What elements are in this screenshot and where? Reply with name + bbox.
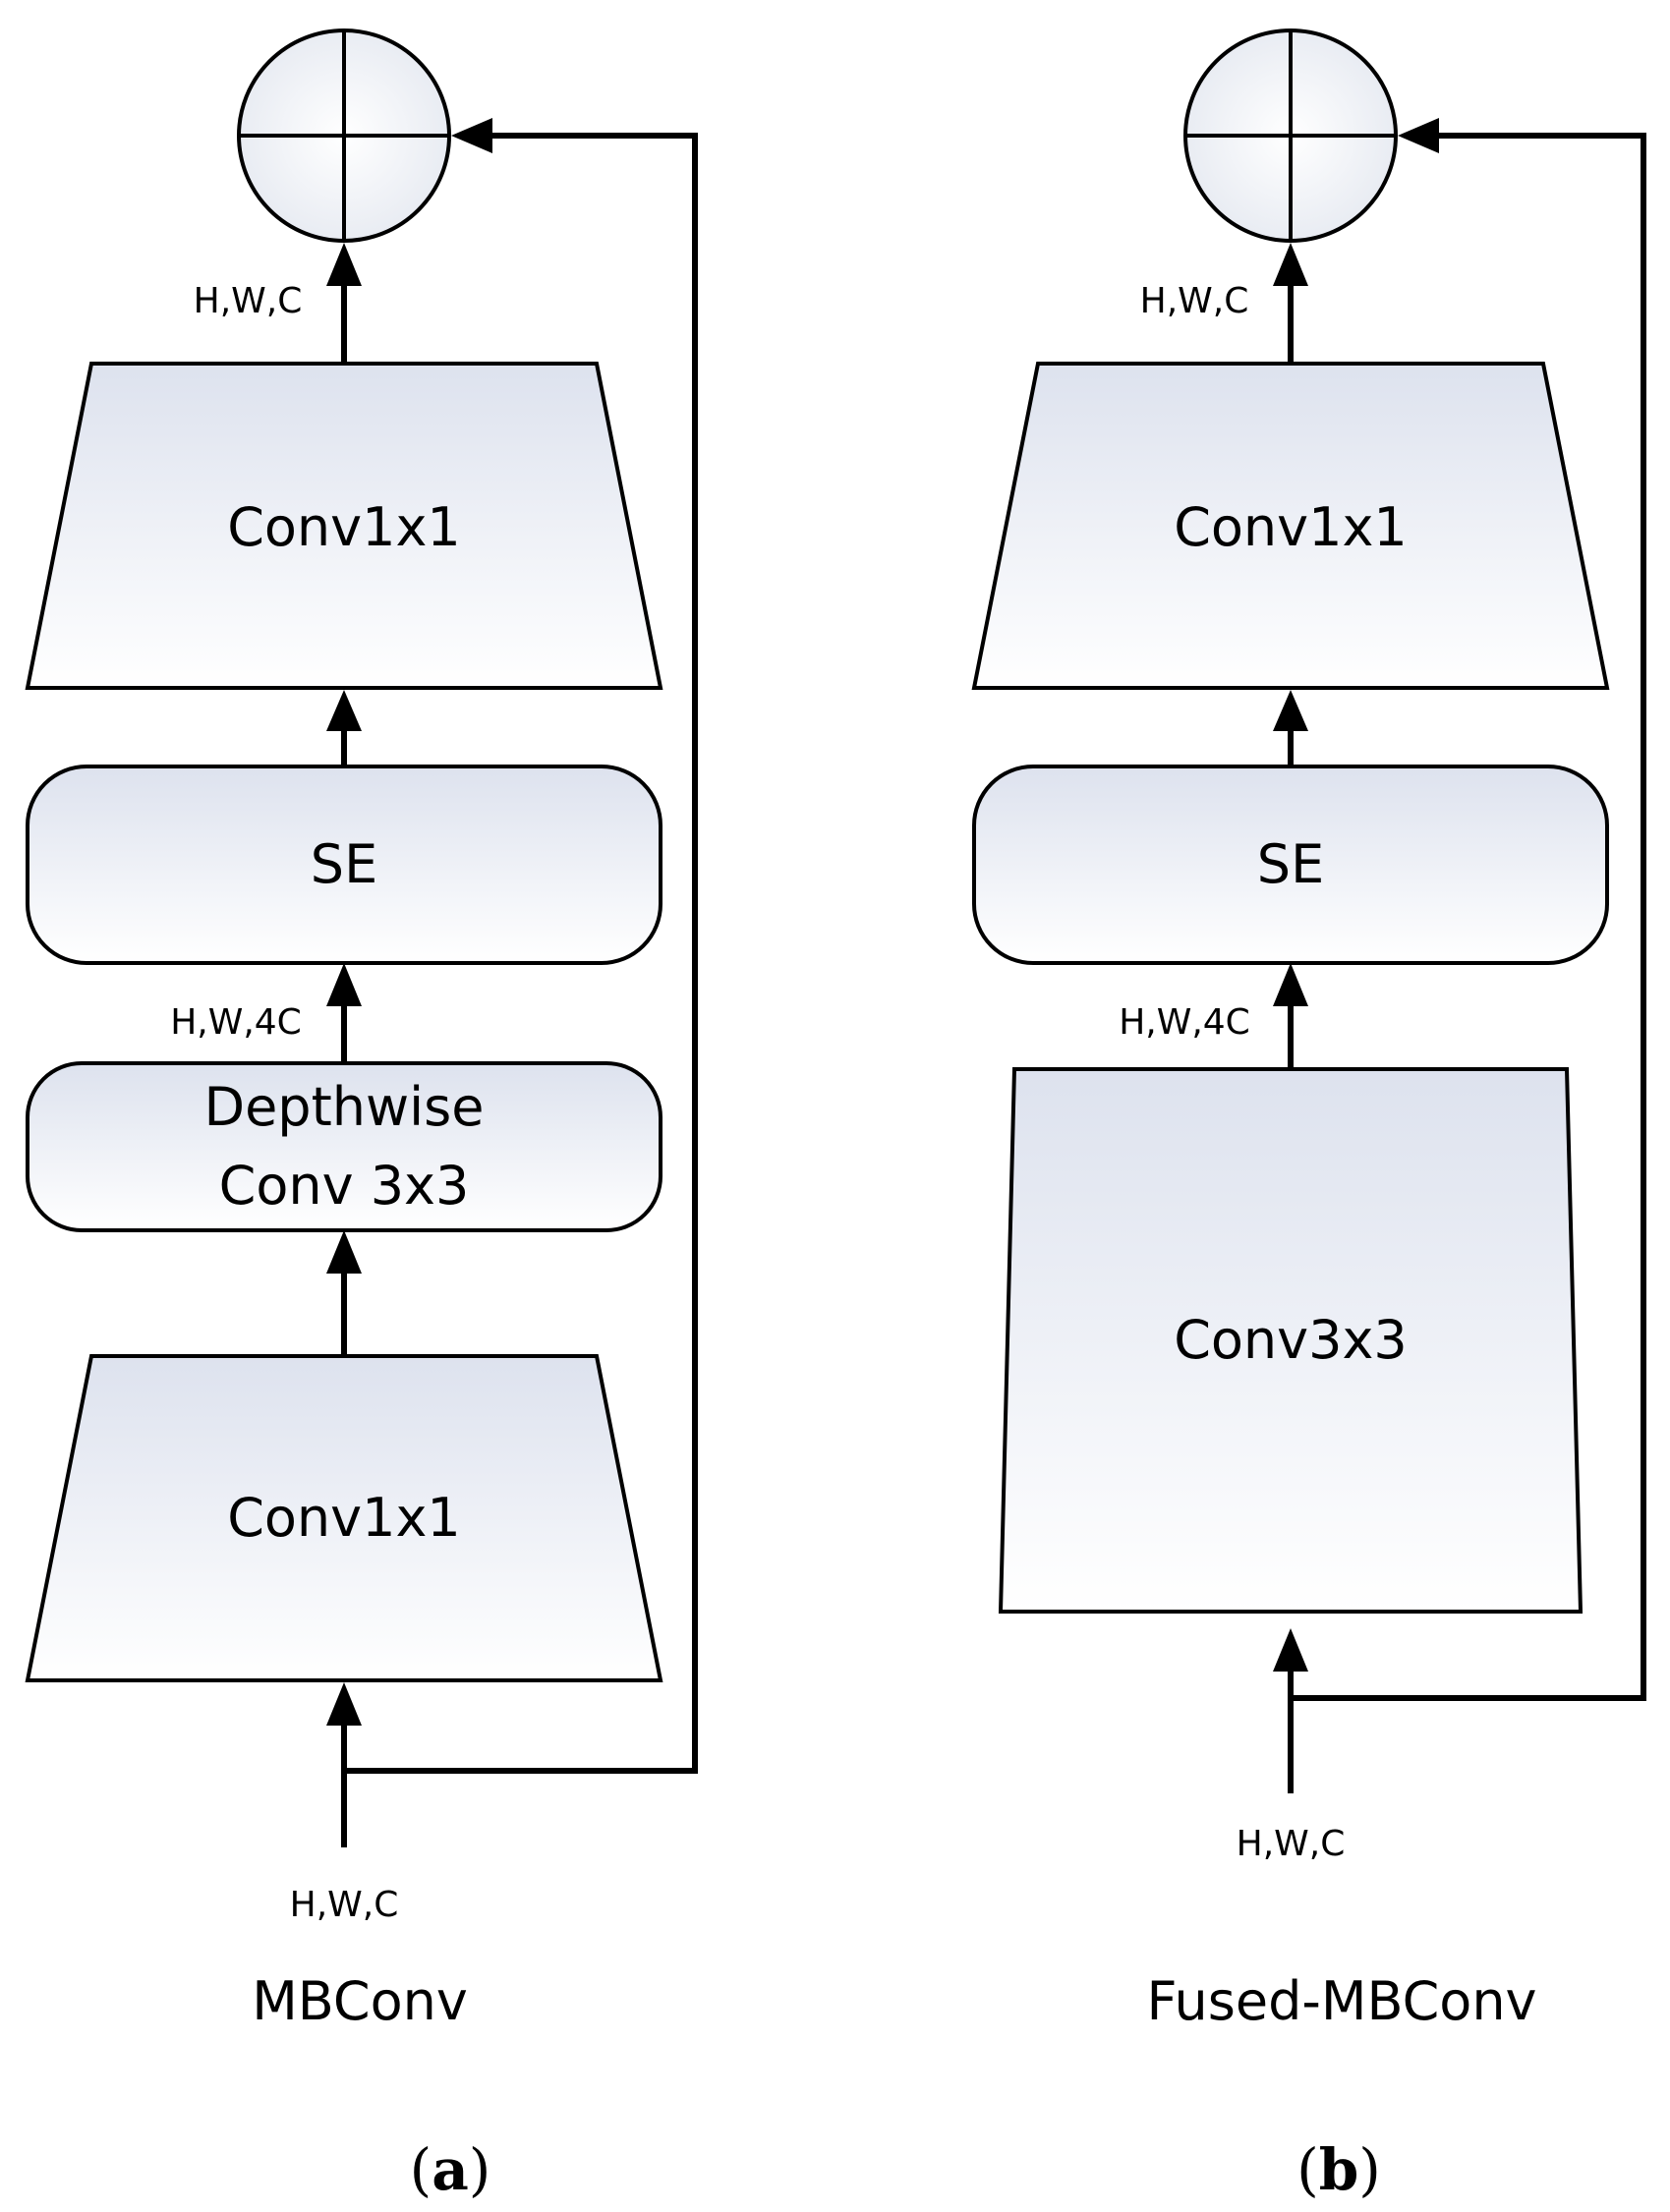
add-node-b bbox=[1183, 28, 1398, 243]
depthwise-label-line2-a: Conv 3x3 bbox=[219, 1155, 470, 1217]
dim-output-label-b: H,W,C bbox=[1140, 281, 1249, 321]
depthwise-block-a: Depthwise Conv 3x3 bbox=[26, 1061, 662, 1232]
dim-expanded-label-b: H,W,4C bbox=[1119, 1002, 1250, 1043]
conv1x1-bottom-label-a: Conv1x1 bbox=[227, 1487, 461, 1549]
conv1x1-top-label-b: Conv1x1 bbox=[1174, 496, 1408, 558]
se-label-a: SE bbox=[311, 833, 377, 895]
depthwise-label-line1-a: Depthwise bbox=[203, 1076, 484, 1138]
conv3x3-label-b: Conv3x3 bbox=[1174, 1309, 1408, 1371]
block-name-a: MBConv bbox=[252, 1970, 468, 2032]
se-block-b: SE bbox=[972, 765, 1609, 965]
conv3x3-block-b: Conv3x3 bbox=[998, 1067, 1584, 1614]
conv1x1-top-block-b: Conv1x1 bbox=[971, 362, 1610, 690]
conv1x1-top-label-a: Conv1x1 bbox=[227, 496, 461, 558]
conv1x1-bottom-block-a: Conv1x1 bbox=[25, 1354, 663, 1682]
dim-input-label-b: H,W,C bbox=[1237, 1824, 1346, 1864]
se-block-a: SE bbox=[26, 765, 662, 965]
panel-tag-b: (b) bbox=[1296, 2136, 1381, 2203]
flow-arrows-b bbox=[1273, 118, 1646, 1793]
dim-expanded-label-a: H,W,4C bbox=[170, 1002, 302, 1043]
block-name-b: Fused-MBConv bbox=[1146, 1970, 1536, 2032]
se-label-b: SE bbox=[1257, 833, 1324, 895]
dim-input-label-a: H,W,C bbox=[290, 1885, 399, 1925]
panel-b-fused-mbconv: Conv1x1 SE Conv3x3 bbox=[971, 28, 1646, 2203]
add-node-a bbox=[237, 28, 451, 243]
panel-a-mbconv: Conv1x1 SE Depthwise Conv 3x3 Conv1x1 bbox=[25, 28, 698, 2203]
conv1x1-top-block-a: Conv1x1 bbox=[25, 362, 663, 690]
dim-output-label-a: H,W,C bbox=[194, 281, 303, 321]
flow-arrows-a bbox=[326, 118, 698, 1847]
panel-tag-a: (a) bbox=[410, 2136, 491, 2203]
